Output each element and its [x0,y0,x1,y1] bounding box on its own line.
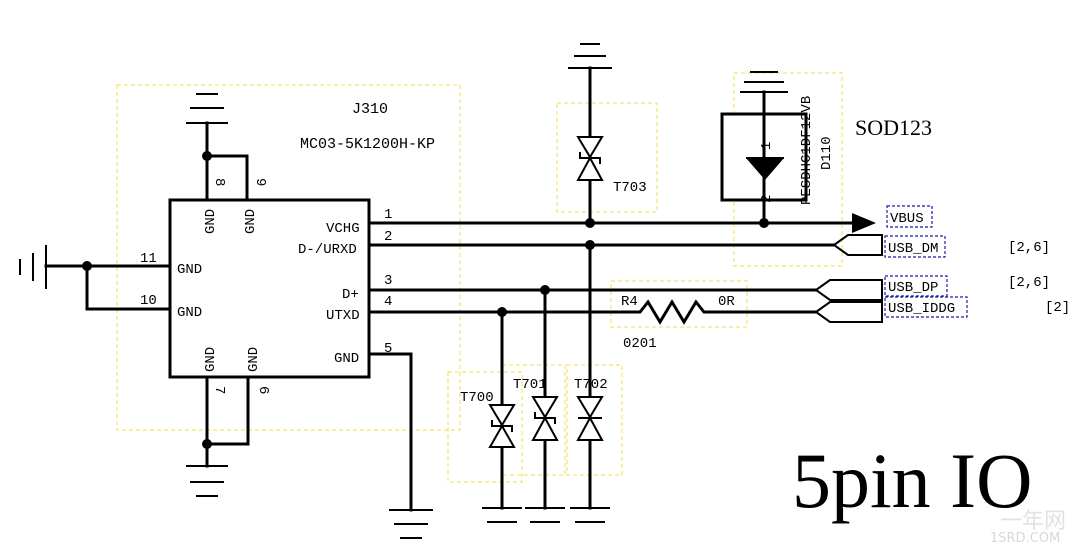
connector-outline [116,84,461,431]
pin-num-2: 2 [384,229,392,245]
ground-top-left [186,93,249,202]
pin-name-gnd8: GND [203,209,219,234]
pin-name-gnd11: GND [177,262,202,278]
ref-iddg: [2] [1045,300,1070,316]
usb-dp-net-box [884,275,948,297]
t702-outline [566,364,623,476]
ref-dp: [2,6] [1008,275,1050,291]
connector-ref: J310 [352,101,388,118]
pin-name-gnd5: GND [334,351,359,367]
pin-name-gnd7: GND [203,347,219,372]
usb-iddg-port-icon [814,301,883,323]
tvs-t700 [482,310,522,523]
pin-num-5: 5 [384,341,392,357]
t703-outline [556,102,658,213]
pin-name-vchg: VCHG [326,221,360,237]
t702-label: T702 [574,377,608,393]
pin-num-4: 4 [384,294,392,310]
r4-package: 0201 [623,336,657,352]
net-usb-iddg: USB_IDDG [888,301,955,317]
net-usb-dp: USB_DP [888,280,938,296]
connector-part: MC03-5K1200H-KP [300,136,435,153]
tvs-t703 [568,43,612,225]
ground-left [19,245,172,311]
ground-pin5 [367,352,433,539]
pin-num-3: 3 [384,273,392,289]
usb-iddg-net-box [884,296,968,318]
t700-outline [447,371,523,483]
watermark-url: 1SRD.COM [990,531,1060,546]
ref-dm: [2,6] [1008,240,1050,256]
resistor-r4 [620,299,710,325]
pin-name-gnd10: GND [177,305,202,321]
d110-pin1: 1 [759,142,775,150]
pin-name-gnd6: GND [246,347,262,372]
pin-name-gnd9: GND [243,209,259,234]
usb-dp-port-icon [814,279,883,301]
r4-ref: R4 [621,294,638,310]
pin-num-6: 6 [255,386,271,394]
d110-part: PESDHC1DF12VB [799,96,815,205]
tvs-t701 [525,288,565,523]
net-vbus: VBUS [890,211,924,227]
pin-num-10: 10 [140,293,157,309]
watermark-logo: 一年网 [1000,509,1066,534]
pin-num-7: 7 [211,386,227,394]
pin-name-dm: D-/URXD [298,242,357,258]
t701-label: T701 [513,377,547,393]
d110-ref: D110 [819,136,835,170]
pin-name-utxd: UTXD [326,308,360,324]
r4-value: 0R [718,294,735,310]
usb-dm-port-icon [832,234,883,256]
pin-num-11: 11 [140,251,157,267]
pin-num-8: 8 [211,178,227,186]
t700-label: T700 [460,390,494,406]
usb-dm-net-box [884,235,946,258]
pin-num-9: 9 [252,178,268,186]
t703-label: T703 [613,180,647,196]
ground-bottom-left [186,375,250,497]
pin-num-1: 1 [384,207,392,223]
d110-package: SOD123 [855,115,932,140]
vbus-arrow-icon [852,213,876,233]
pin-name-dp: D+ [342,287,359,303]
sheet-title: 5pin IO [792,437,1032,524]
net-usb-dm: USB_DM [888,241,938,257]
tvs-t702 [570,243,610,523]
vbus-net-box [886,205,933,228]
diode-d110: 1 2 [720,71,808,225]
d110-pin2: 2 [759,195,775,203]
